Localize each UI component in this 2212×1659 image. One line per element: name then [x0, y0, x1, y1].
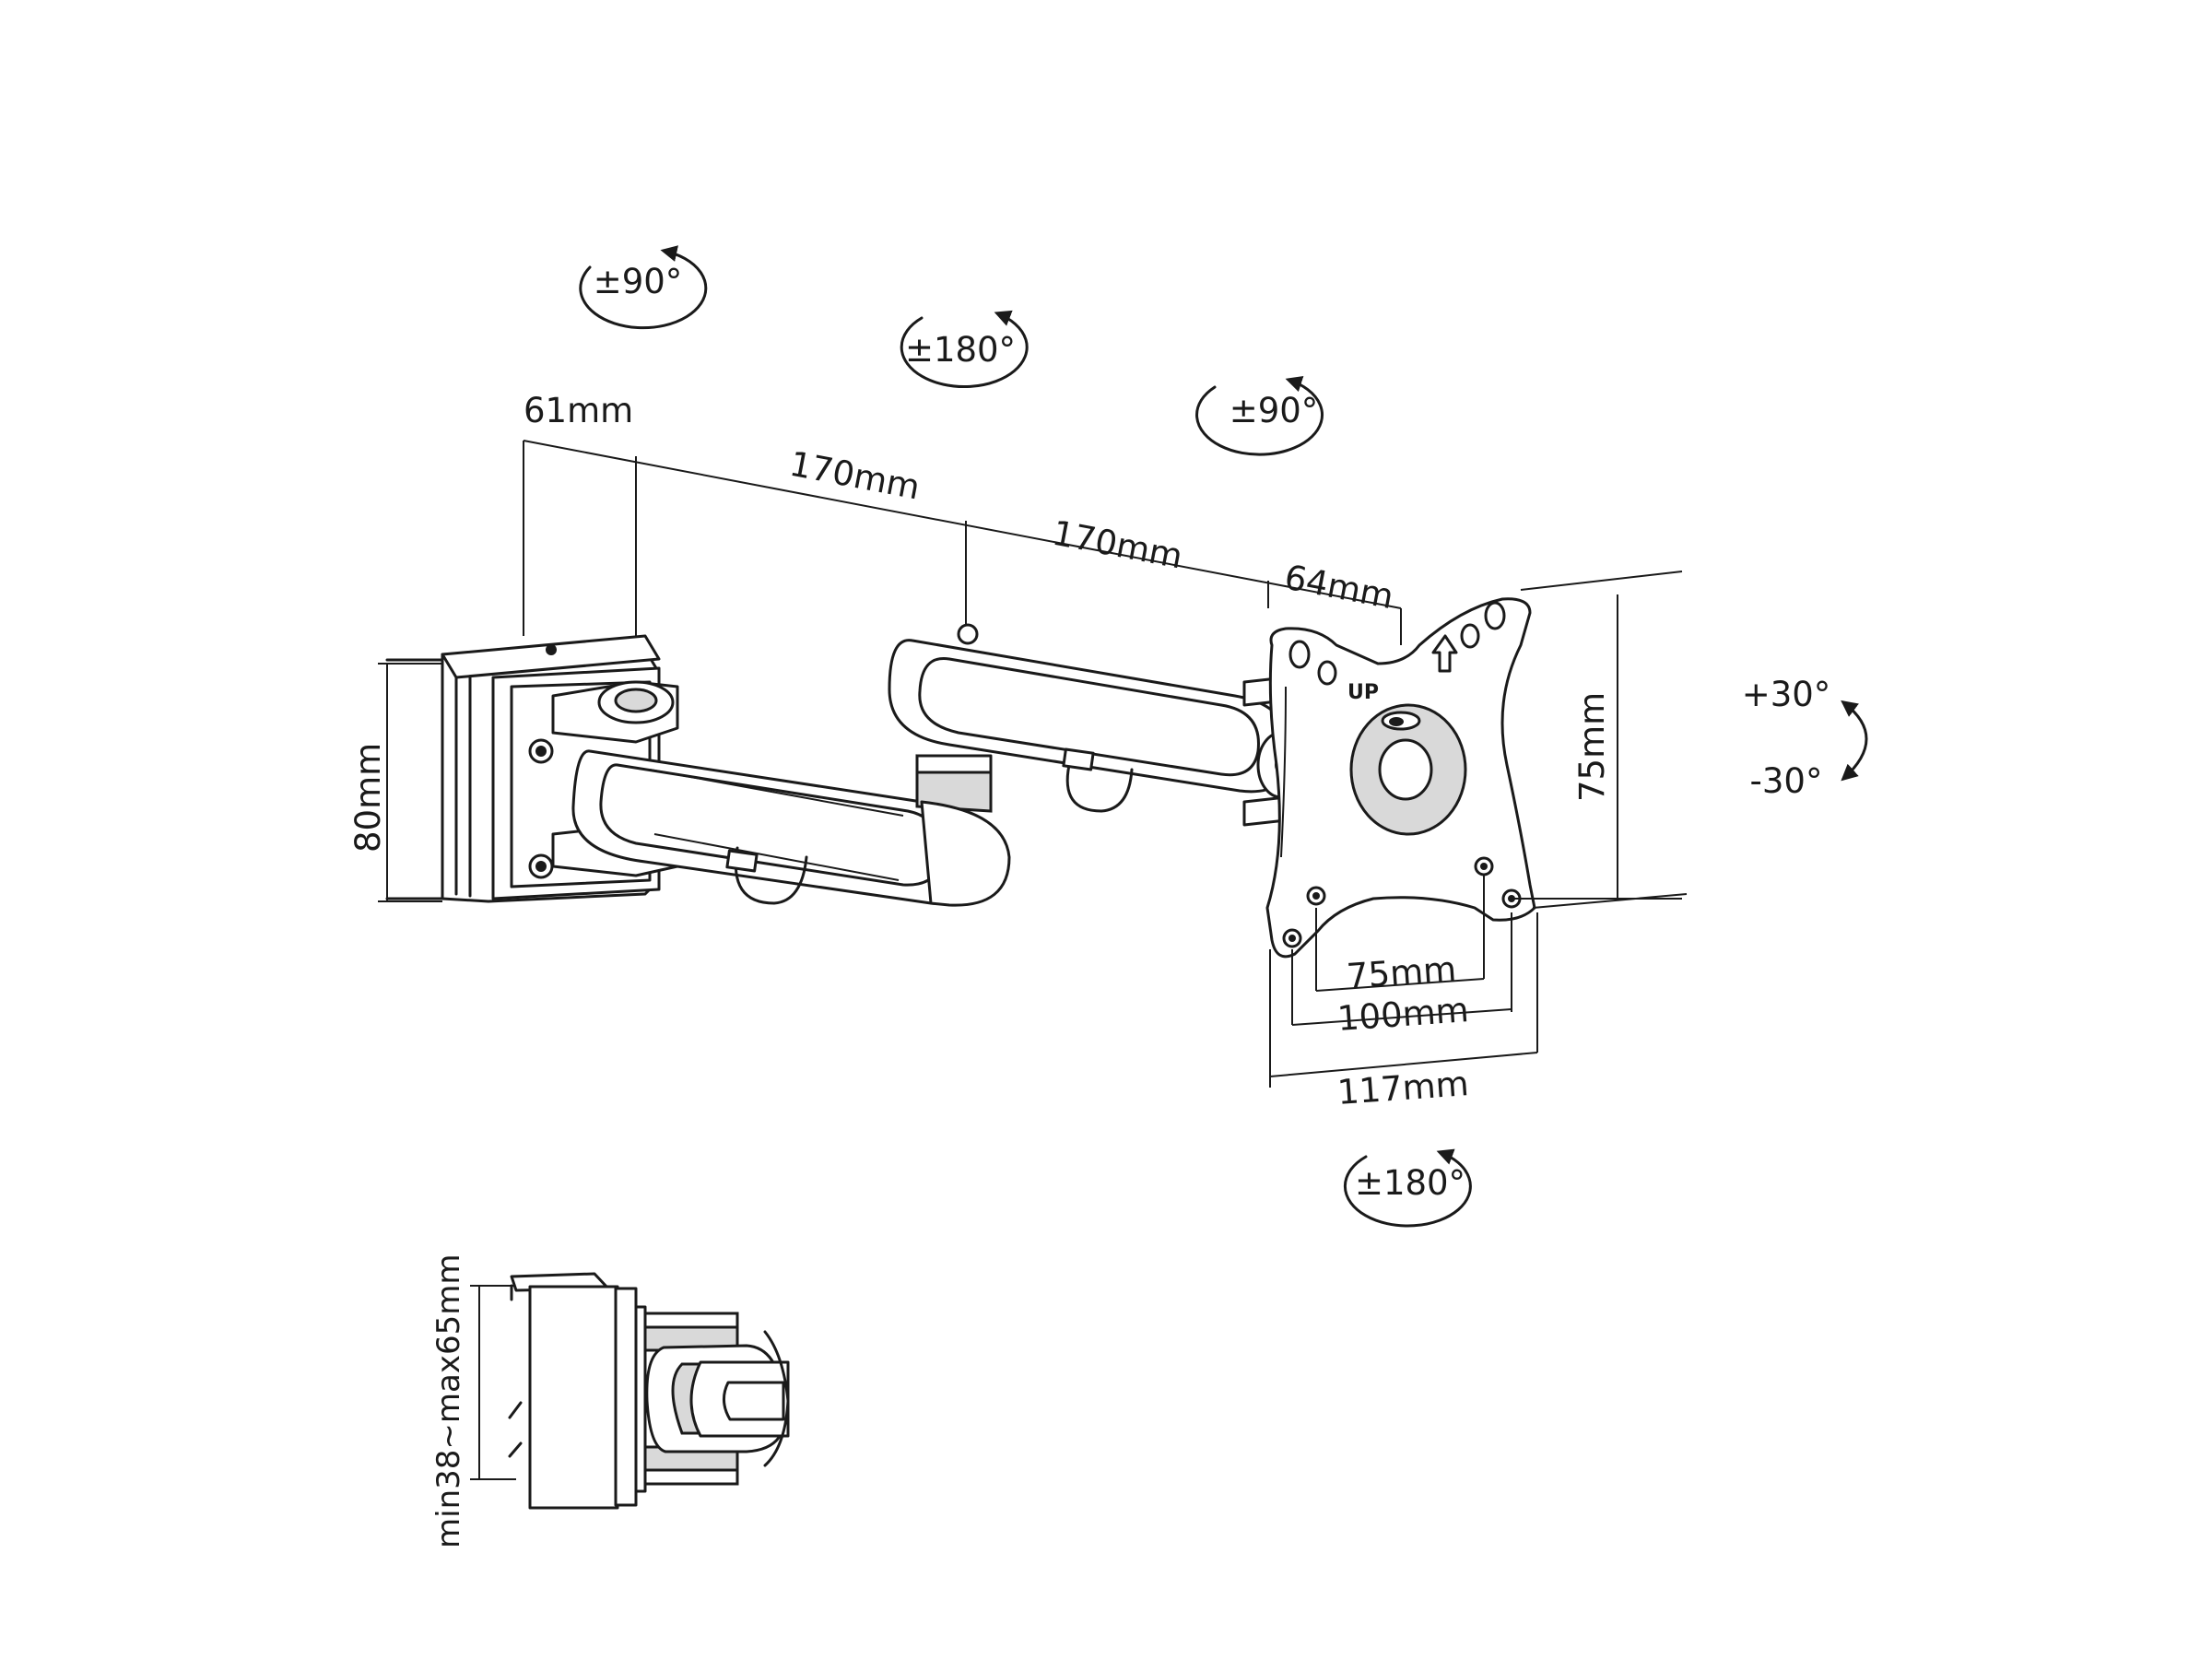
elbow-joint	[915, 754, 1011, 907]
rotation-arrow-icon	[900, 310, 1029, 389]
dimension-label: 80mm	[348, 743, 388, 853]
keyhole-slot	[1288, 640, 1311, 669]
rotation-arrow-icon	[1195, 375, 1324, 456]
dimension-clamp-height: 80mm	[348, 663, 442, 902]
dimension-label: 170mm	[1049, 513, 1185, 577]
vesa-plate: UP	[1265, 597, 1536, 959]
rotation-label: ±90°	[594, 262, 683, 301]
tilt-arrow-icon	[1841, 700, 1868, 782]
clamp-side-view: min38~max65mm	[430, 1254, 790, 1548]
dimension-vesa-height: 75mm	[1512, 571, 1688, 909]
tilt-up-label: +30°	[1742, 675, 1831, 714]
dimension-label: 64mm	[1281, 558, 1396, 618]
dimension-label: min38~max65mm	[430, 1254, 467, 1548]
rotation-badge-clamp: ±90°	[579, 245, 708, 330]
dimension-label: 75mm	[1572, 692, 1612, 802]
rotation-badge-plate: ±180°	[1343, 1148, 1472, 1228]
dimension-label: 61mm	[524, 391, 633, 430]
dimension-label: 170mm	[786, 444, 923, 508]
dimension-vesa-width: 75mm 100mm 117mm	[1269, 876, 1538, 1112]
keyhole-slot	[1317, 660, 1337, 686]
rotation-badge-elbow: ±180°	[900, 310, 1029, 389]
rotation-label: ±180°	[905, 330, 1016, 370]
keyhole-slot	[1484, 601, 1506, 630]
rotation-arrow-icon	[1343, 1148, 1472, 1228]
rotation-label: ±90°	[1230, 391, 1319, 430]
rotation-badge-head: ±90°	[1195, 375, 1324, 456]
dimension-label: 100mm	[1336, 990, 1470, 1039]
tilt-indicator: +30° -30°	[1742, 675, 1868, 801]
dimension-label: 75mm	[1346, 949, 1458, 996]
tilt-down-label: -30°	[1750, 761, 1823, 801]
dimension-label: 117mm	[1336, 1064, 1470, 1112]
up-marking: UP	[1347, 681, 1379, 704]
keyhole-slot	[1460, 623, 1480, 649]
rotation-arrow-icon	[579, 245, 708, 330]
rotation-label: ±180°	[1355, 1163, 1465, 1203]
